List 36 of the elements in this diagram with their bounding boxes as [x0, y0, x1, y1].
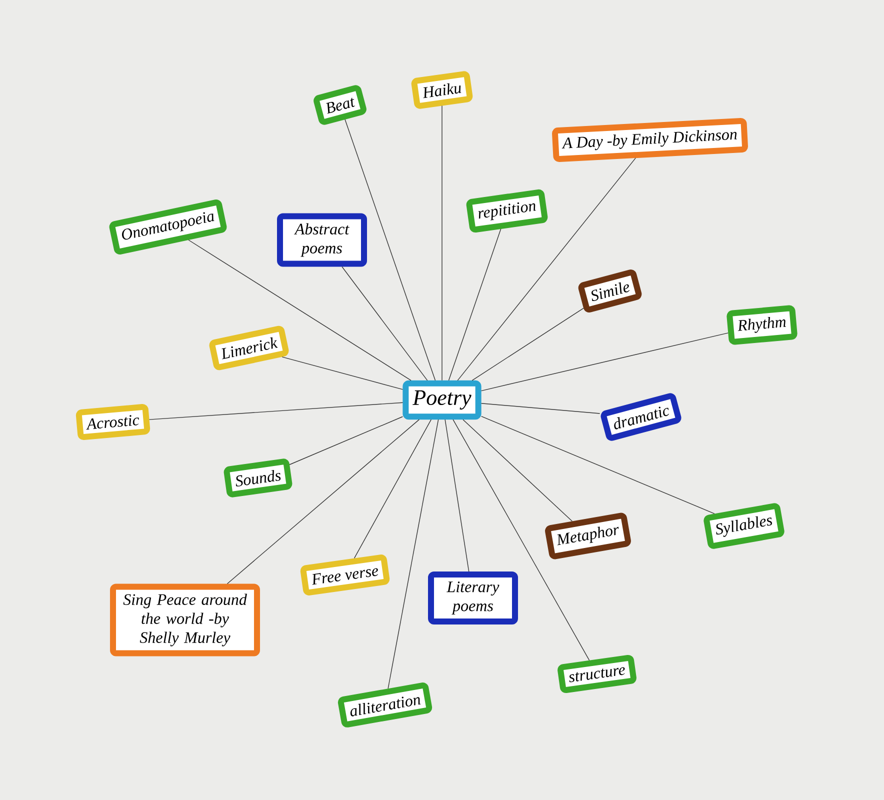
connector-line — [188, 240, 412, 381]
subtopic-box: Free verse — [300, 554, 390, 596]
connector-line — [289, 416, 404, 465]
connector-line — [462, 419, 573, 522]
connector-line — [448, 228, 502, 381]
subtopic-box: Rhythm — [726, 305, 798, 345]
subtopic-box: Literary poems — [428, 572, 518, 624]
connector-line — [342, 266, 428, 381]
subtopic-box: alliteration — [338, 682, 432, 728]
connector-line — [457, 158, 636, 381]
connector-line — [226, 419, 420, 584]
subtopic-box: structure — [558, 654, 636, 694]
connector-line — [480, 332, 728, 392]
connector-line — [282, 356, 404, 390]
connector-line — [354, 419, 432, 559]
subtopic-box: Simile — [578, 269, 642, 312]
connector-line — [472, 308, 584, 381]
subtopic-box: Sing Peace around the world -by Shelly Murley — [110, 584, 260, 656]
connector-line — [388, 419, 439, 689]
connector-line — [480, 403, 600, 414]
connector-line — [480, 416, 715, 514]
subtopic-box: Syllables — [704, 503, 784, 549]
subtopic-box: Abstract poems — [277, 213, 367, 267]
topic-box: Poetry — [402, 380, 482, 420]
subtopic-box: Sounds — [224, 458, 292, 498]
subtopic-box: Beat — [314, 85, 366, 125]
subtopic-box: Haiku — [411, 71, 473, 109]
subtopic-box: repitition — [466, 189, 548, 233]
connector-line — [444, 419, 470, 572]
subtopic-box: Metaphor — [545, 512, 631, 560]
connector-line — [452, 419, 590, 661]
connector-line — [148, 402, 404, 420]
subtopic-box: Limerick — [209, 326, 289, 370]
subtopic-box: Acrostic — [76, 404, 150, 440]
subtopic-box: dramatic — [600, 393, 682, 441]
connector-line — [344, 119, 436, 381]
